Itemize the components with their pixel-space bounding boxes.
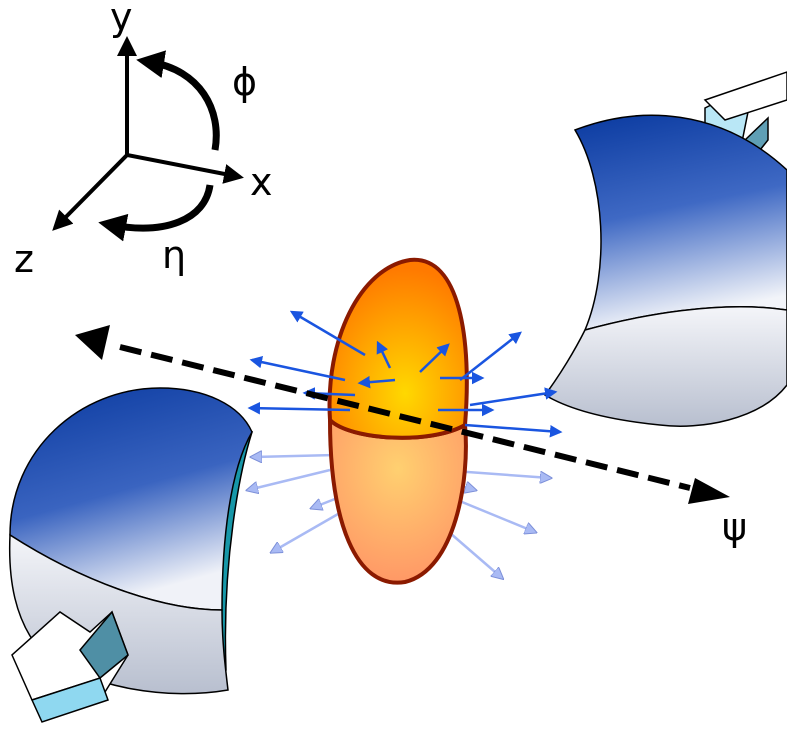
phi-rotation-arrow	[136, 50, 220, 151]
coordinate-axes: y x z ϕ η	[14, 0, 273, 281]
right-nucleus-body	[543, 306, 787, 427]
emission-arrow	[272, 508, 346, 552]
z-axis-label: z	[14, 237, 34, 281]
x-axis	[126, 153, 244, 184]
emission-arrow	[248, 468, 331, 490]
phi-label: ϕ	[232, 60, 257, 104]
event-plane-arrowhead-right	[688, 478, 730, 504]
eta-label: η	[162, 233, 186, 277]
emission-arrow	[357, 375, 396, 389]
emission-arrow	[459, 331, 522, 381]
event-plane-line	[119, 344, 691, 491]
z-axis	[52, 153, 129, 231]
fireball-upper-half	[327, 257, 469, 440]
event-plane-axis: ψ	[75, 325, 747, 549]
left-nucleus	[8, 387, 254, 723]
psi-label: ψ	[722, 505, 747, 549]
event-plane-arrowhead-left	[75, 325, 110, 360]
fireball	[327, 257, 469, 585]
particle-emission-strong	[247, 310, 563, 438]
x-axis-label: x	[250, 160, 273, 204]
right-nucleus-cap	[573, 114, 787, 332]
fireball-lower-half	[327, 415, 468, 585]
y-axis-label: y	[110, 0, 133, 39]
eta-rotation-arrow	[98, 184, 214, 242]
emission-arrow	[464, 423, 563, 438]
emission-arrow	[469, 387, 558, 407]
emission-arrow	[249, 355, 346, 382]
emission-arrow	[252, 455, 336, 457]
emission-arrow	[419, 343, 450, 373]
emission-arrow	[376, 340, 392, 369]
left-beam-arrow-side	[79, 610, 129, 680]
right-nucleus	[543, 71, 787, 427]
emission-arrow	[289, 310, 366, 357]
left-beam-arrow-bottom	[30, 677, 109, 723]
right-beam-arrow-top	[703, 71, 787, 121]
emission-arrow	[247, 401, 351, 415]
